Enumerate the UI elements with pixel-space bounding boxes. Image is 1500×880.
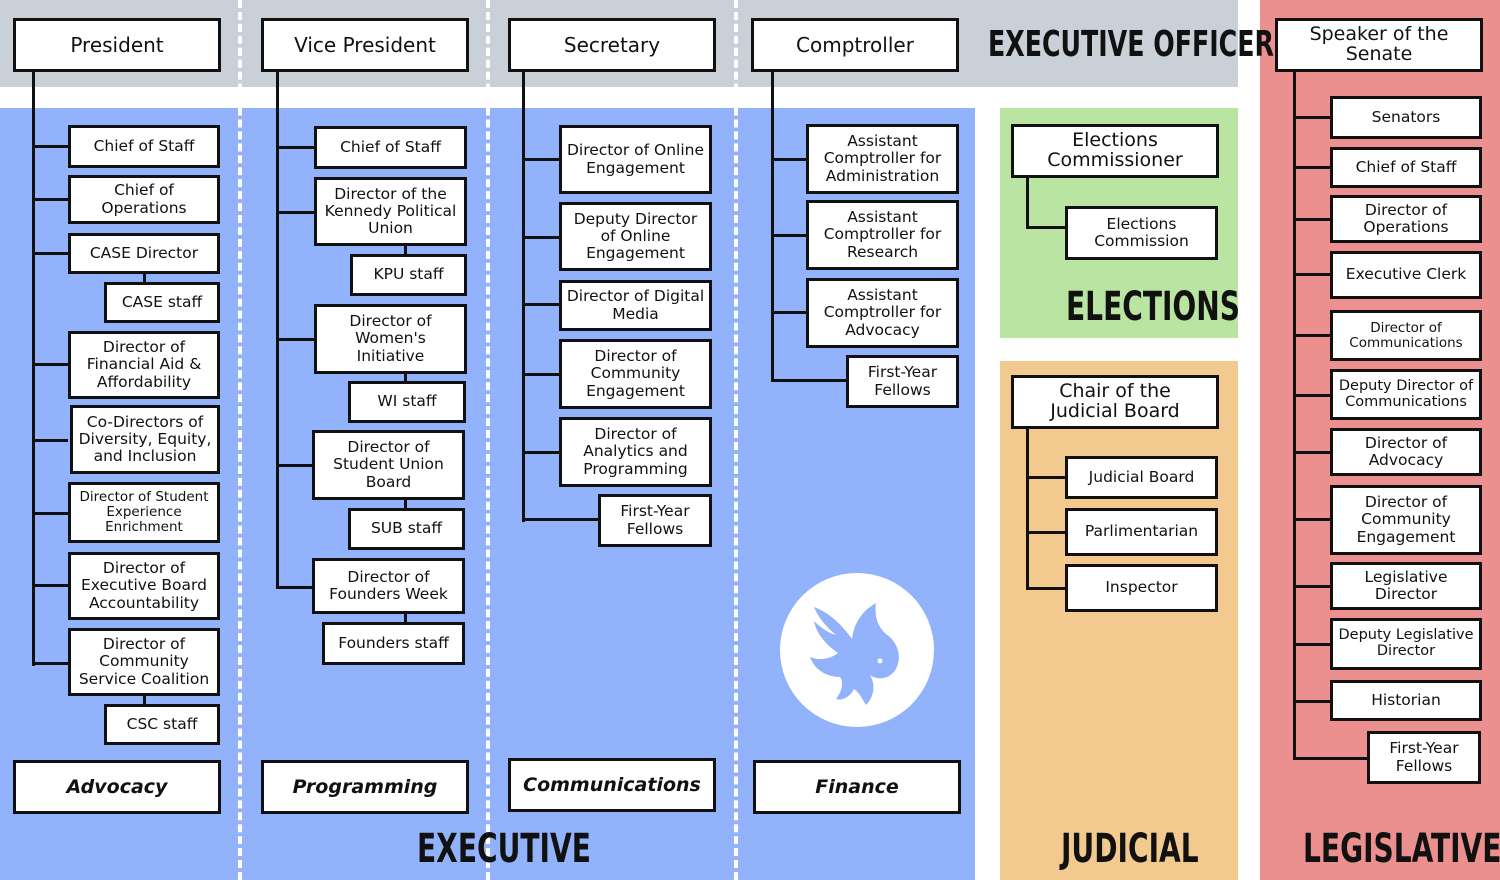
- judicial-item-inspector: Inspector: [1065, 564, 1218, 612]
- judicial-item-board: Judicial Board: [1065, 456, 1218, 499]
- elections-title: ELECTIONS: [1066, 284, 1241, 330]
- legislative-title: LEGISLATIVE: [1303, 826, 1500, 872]
- leg-item-deputy-director-of-communications: Deputy Director of Communications: [1330, 369, 1482, 420]
- vp-item-sub-director: Director of Student Union Board: [312, 430, 465, 500]
- elections-item-commission: Elections Commission: [1065, 206, 1218, 260]
- leg-item-first-year-fellows: First-Year Fellows: [1367, 731, 1481, 784]
- group-programming: Programming: [261, 760, 469, 814]
- sec-item-digital-media: Director of Digital Media: [559, 280, 712, 331]
- sec-item-online-engagement: Director of Online Engagement: [559, 125, 712, 194]
- leg-item-community-engagement: Director of Community Engagement: [1330, 485, 1482, 555]
- president-item-chief-of-staff: Chief of Staff: [68, 125, 220, 168]
- eagle-logo: [780, 573, 934, 727]
- judicial-band: [1000, 361, 1238, 880]
- elections-commissioner-box: Elections Commissioner: [1011, 124, 1219, 178]
- leg-item-deputy-legislative-director: Deputy Legislative Director: [1330, 618, 1482, 670]
- column-separator: [486, 0, 490, 880]
- vp-item-sub-staff: SUB staff: [348, 508, 465, 550]
- president-item-student-experience: Director of Student Experience Enrichmen…: [68, 482, 220, 543]
- comptroller-box: Comptroller: [751, 18, 959, 72]
- sec-item-deputy-online-engagement: Deputy Director of Online Engagement: [559, 202, 712, 271]
- leg-item-director-of-operations: Director of Operations: [1330, 195, 1482, 243]
- comp-item-advocacy: Assistant Comptroller for Advocacy: [806, 278, 959, 348]
- leg-item-historian: Historian: [1330, 680, 1482, 721]
- group-finance: Finance: [753, 760, 961, 814]
- group-communications: Communications: [508, 758, 716, 812]
- judicial-chair-box: Chair of the Judicial Board: [1011, 375, 1219, 429]
- president-item-csc-director: Director of Community Service Coalition: [68, 628, 220, 696]
- executive-title: EXECUTIVE: [417, 826, 591, 872]
- comp-item-research: Assistant Comptroller for Research: [806, 200, 959, 270]
- president-item-chief-of-operations: Chief of Operations: [68, 175, 220, 224]
- vp-item-founders-staff: Founders staff: [322, 622, 465, 665]
- sec-item-community-engagement: Director of Community Engagement: [559, 339, 712, 409]
- leg-item-executive-clerk: Executive Clerk: [1330, 251, 1482, 299]
- column-separator: [238, 0, 242, 880]
- president-item-csc-staff: CSC staff: [104, 704, 220, 745]
- group-advocacy: Advocacy: [13, 760, 221, 814]
- leg-item-senators: Senators: [1330, 96, 1482, 139]
- vp-item-kpu-staff: KPU staff: [350, 254, 467, 296]
- secretary-box: Secretary: [508, 18, 716, 72]
- president-item-dei: Co-Directors of Diversity, Equity, and I…: [70, 405, 220, 474]
- sec-item-first-year-fellows: First-Year Fellows: [598, 494, 712, 547]
- president-box: President: [13, 18, 221, 72]
- president-item-case-staff: CASE staff: [104, 282, 220, 323]
- vice-president-box: Vice President: [261, 18, 469, 72]
- president-item-financial-aid: Director of Financial Aid & Affordabilit…: [68, 331, 220, 399]
- comp-item-first-year-fellows: First-Year Fellows: [846, 355, 959, 408]
- judicial-title: JUDICIAL: [1061, 826, 1199, 872]
- judicial-item-parlimentarian: Parlimentarian: [1065, 508, 1218, 556]
- president-item-case-director: CASE Director: [68, 233, 220, 274]
- column-separator: [734, 0, 738, 880]
- vp-item-kpu-director: Director of the Kennedy Political Union: [314, 177, 467, 246]
- leg-item-director-of-advocacy: Director of Advocacy: [1330, 428, 1482, 476]
- vp-item-wi-staff: WI staff: [348, 381, 466, 423]
- president-item-eb-accountability: Director of Executive Board Accountabili…: [68, 552, 220, 620]
- leg-item-chief-of-staff: Chief of Staff: [1330, 147, 1482, 188]
- executive-officers-title: EXECUTIVE OFFICERS: [988, 24, 1293, 65]
- speaker-box: Speaker of the Senate: [1275, 18, 1483, 72]
- vp-item-founders-director: Director of Founders Week: [312, 558, 465, 614]
- leg-item-legislative-director: Legislative Director: [1330, 562, 1482, 610]
- leg-item-director-of-communications: Director of Communications: [1330, 310, 1482, 361]
- vp-item-chief-of-staff: Chief of Staff: [314, 126, 467, 169]
- sec-item-analytics: Director of Analytics and Programming: [559, 417, 712, 487]
- comp-item-administration: Assistant Comptroller for Administration: [806, 124, 959, 194]
- vp-item-wi-director: Director of Women's Initiative: [314, 304, 467, 374]
